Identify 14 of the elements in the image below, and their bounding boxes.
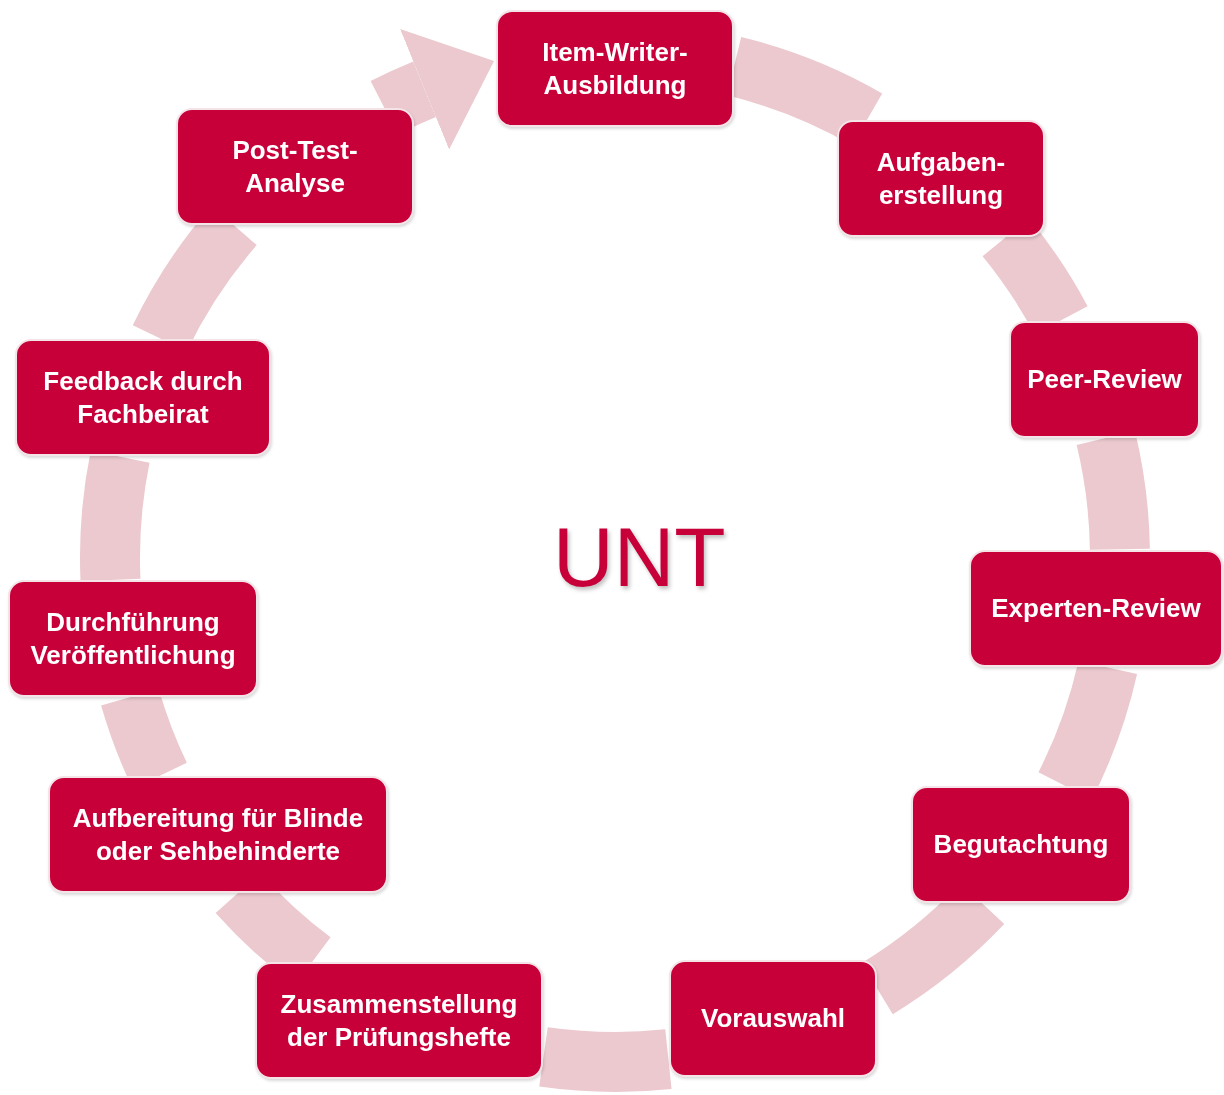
step-box: Aufbereitung für Blinde oder Sehbehinderte <box>48 776 388 893</box>
step-box: Post-Test- Analyse <box>176 108 414 225</box>
step-box: Aufgaben- erstellung <box>837 120 1045 237</box>
step-box: Item-Writer- Ausbildung <box>496 10 734 127</box>
step-box: Begutachtung <box>911 786 1131 903</box>
step-box: Zusammenstellung der Prüfungshefte <box>255 962 543 1079</box>
step-box: Feedback durch Fachbeirat <box>15 339 271 456</box>
step-box: Durchführung Veröffentlichung <box>8 580 258 697</box>
cycle-band <box>540 1027 671 1092</box>
center-title: UNT <box>553 515 726 599</box>
cycle-arrow <box>370 29 494 150</box>
step-box: Vorauswahl <box>669 960 877 1077</box>
step-box: Experten-Review <box>969 550 1223 667</box>
step-box: Peer-Review <box>1009 321 1200 438</box>
